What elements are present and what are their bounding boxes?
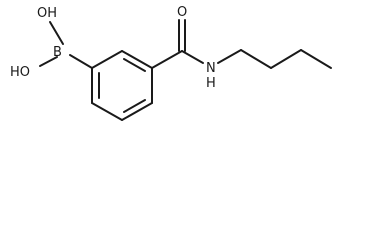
chain-bond [240, 49, 272, 69]
boron-label: B [53, 45, 62, 60]
ring-bond [91, 102, 123, 121]
amide-hydrogen-label: H [206, 76, 216, 91]
boron-oh-top-bond [49, 21, 64, 45]
boron-oh-bottom-bond [39, 56, 58, 67]
butyl-chain [217, 49, 332, 69]
ring-double-bond [123, 99, 146, 113]
amide-nitrogen-label: N [206, 61, 216, 76]
hydroxyl-bottom-label: HO [10, 65, 30, 80]
ring-bond [121, 102, 153, 121]
chain-bond [217, 49, 242, 64]
ring-to-boron-bond [69, 54, 93, 69]
carbonyl-oxygen-label: O [177, 5, 187, 20]
ring-bond [121, 50, 153, 69]
chain-bond [300, 49, 332, 69]
structure-drawing: B OH HO O N H [10, 5, 332, 121]
chain-bond [270, 49, 302, 69]
benzene-ring [91, 50, 153, 121]
ring-bond [91, 50, 123, 69]
ring-double-bond [123, 58, 146, 72]
hydroxyl-top-label: OH [37, 6, 57, 21]
carbonyl-to-nitrogen-bond [181, 50, 204, 64]
ring-to-carbonyl-bond [151, 50, 183, 69]
